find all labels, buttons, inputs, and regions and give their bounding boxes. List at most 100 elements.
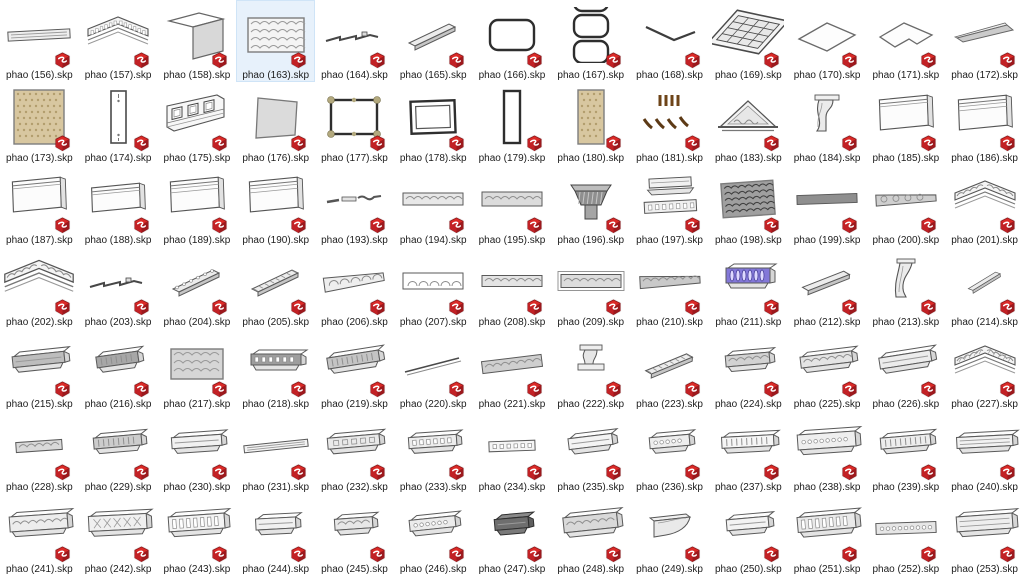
file-name-label: phao (170).skp: [793, 70, 861, 82]
file-item[interactable]: phao (226).skp: [866, 329, 945, 411]
file-item[interactable]: phao (212).skp: [788, 247, 867, 329]
file-item[interactable]: phao (157).skp: [79, 0, 158, 82]
file-item[interactable]: phao (218).skp: [236, 329, 315, 411]
file-item[interactable]: phao (229).skp: [79, 411, 158, 493]
file-item[interactable]: phao (202).skp: [0, 247, 79, 329]
file-item[interactable]: phao (240).skp: [945, 411, 1024, 493]
file-item[interactable]: phao (204).skp: [158, 247, 237, 329]
file-item[interactable]: phao (167).skp: [551, 0, 630, 82]
file-item[interactable]: phao (173).skp: [0, 82, 79, 164]
file-item[interactable]: phao (225).skp: [788, 329, 867, 411]
file-item[interactable]: phao (188).skp: [79, 165, 158, 247]
file-item[interactable]: phao (168).skp: [630, 0, 709, 82]
file-item[interactable]: phao (190).skp: [236, 165, 315, 247]
file-item[interactable]: phao (219).skp: [315, 329, 394, 411]
model-preview: [791, 500, 863, 556]
file-item[interactable]: phao (217).skp: [158, 329, 237, 411]
file-item[interactable]: phao (195).skp: [473, 165, 552, 247]
file-item[interactable]: phao (203).skp: [79, 247, 158, 329]
file-item[interactable]: phao (239).skp: [866, 411, 945, 493]
file-item[interactable]: phao (228).skp: [0, 411, 79, 493]
file-item[interactable]: phao (171).skp: [866, 0, 945, 82]
file-item[interactable]: phao (208).skp: [473, 247, 552, 329]
file-item[interactable]: phao (220).skp: [394, 329, 473, 411]
file-item[interactable]: phao (250).skp: [709, 494, 788, 576]
file-item[interactable]: phao (207).skp: [394, 247, 473, 329]
file-item[interactable]: phao (213).skp: [866, 247, 945, 329]
file-item[interactable]: phao (198).skp: [709, 165, 788, 247]
file-item[interactable]: phao (231).skp: [236, 411, 315, 493]
file-item[interactable]: phao (179).skp: [473, 82, 552, 164]
file-item[interactable]: phao (158).skp: [158, 0, 237, 82]
file-item[interactable]: phao (223).skp: [630, 329, 709, 411]
file-item[interactable]: phao (237).skp: [709, 411, 788, 493]
file-item[interactable]: phao (176).skp: [236, 82, 315, 164]
file-item[interactable]: phao (245).skp: [315, 494, 394, 576]
file-item[interactable]: phao (206).skp: [315, 247, 394, 329]
file-item[interactable]: phao (241).skp: [0, 494, 79, 576]
file-item[interactable]: phao (194).skp: [394, 165, 473, 247]
file-name-label: phao (207).skp: [399, 317, 467, 329]
file-item[interactable]: phao (216).skp: [79, 329, 158, 411]
file-item[interactable]: phao (187).skp: [0, 165, 79, 247]
file-item[interactable]: phao (197).skp: [630, 165, 709, 247]
file-item[interactable]: phao (166).skp: [473, 0, 552, 82]
file-thumbnail: [474, 329, 551, 398]
file-item[interactable]: phao (215).skp: [0, 329, 79, 411]
file-item[interactable]: phao (170).skp: [788, 0, 867, 82]
file-item[interactable]: phao (181).skp: [630, 82, 709, 164]
file-item[interactable]: phao (244).skp: [236, 494, 315, 576]
file-item[interactable]: phao (186).skp: [945, 82, 1024, 164]
file-item[interactable]: phao (169).skp: [709, 0, 788, 82]
file-item[interactable]: phao (248).skp: [551, 494, 630, 576]
file-item[interactable]: phao (189).skp: [158, 165, 237, 247]
file-item[interactable]: phao (205).skp: [236, 247, 315, 329]
file-item[interactable]: phao (230).skp: [158, 411, 237, 493]
file-item[interactable]: phao (177).skp: [315, 82, 394, 164]
file-item[interactable]: phao (236).skp: [630, 411, 709, 493]
model-preview: [397, 500, 469, 556]
file-item[interactable]: phao (242).skp: [79, 494, 158, 576]
file-item[interactable]: phao (200).skp: [866, 165, 945, 247]
file-item[interactable]: phao (211).skp: [709, 247, 788, 329]
file-item[interactable]: phao (209).skp: [551, 247, 630, 329]
file-item[interactable]: phao (174).skp: [79, 82, 158, 164]
sketchup-logo-icon: [526, 217, 543, 234]
file-item[interactable]: phao (252).skp: [866, 494, 945, 576]
file-item[interactable]: phao (172).skp: [945, 0, 1024, 82]
file-item[interactable]: phao (253).skp: [945, 494, 1024, 576]
file-item-selected[interactable]: phao (163).skp: [236, 0, 316, 83]
sketchup-logo-icon: [526, 135, 543, 152]
file-item[interactable]: phao (185).skp: [866, 82, 945, 164]
file-item[interactable]: phao (165).skp: [394, 0, 473, 82]
file-item[interactable]: phao (201).skp: [945, 165, 1024, 247]
file-item[interactable]: phao (193).skp: [315, 165, 394, 247]
file-item[interactable]: phao (175).skp: [158, 82, 237, 164]
file-item[interactable]: phao (246).skp: [394, 494, 473, 576]
file-item[interactable]: phao (247).skp: [473, 494, 552, 576]
file-thumbnail: [80, 329, 157, 398]
file-item[interactable]: phao (156).skp: [0, 0, 79, 82]
file-item[interactable]: phao (210).skp: [630, 247, 709, 329]
file-item[interactable]: phao (196).skp: [551, 165, 630, 247]
file-item[interactable]: phao (227).skp: [945, 329, 1024, 411]
file-item[interactable]: phao (235).skp: [551, 411, 630, 493]
file-item[interactable]: phao (232).skp: [315, 411, 394, 493]
file-item[interactable]: phao (251).skp: [788, 494, 867, 576]
file-item[interactable]: phao (243).skp: [158, 494, 237, 576]
file-item[interactable]: phao (164).skp: [315, 0, 394, 82]
file-item[interactable]: phao (233).skp: [394, 411, 473, 493]
file-item[interactable]: phao (178).skp: [394, 82, 473, 164]
file-item[interactable]: phao (183).skp: [709, 82, 788, 164]
file-thumbnail: [237, 165, 314, 234]
file-item[interactable]: phao (224).skp: [709, 329, 788, 411]
file-item[interactable]: phao (249).skp: [630, 494, 709, 576]
file-item[interactable]: phao (214).skp: [945, 247, 1024, 329]
file-item[interactable]: phao (222).skp: [551, 329, 630, 411]
file-item[interactable]: phao (238).skp: [788, 411, 867, 493]
file-item[interactable]: phao (234).skp: [473, 411, 552, 493]
file-item[interactable]: phao (199).skp: [788, 165, 867, 247]
file-item[interactable]: phao (184).skp: [788, 82, 867, 164]
file-item[interactable]: phao (180).skp: [551, 82, 630, 164]
file-item[interactable]: phao (221).skp: [473, 329, 552, 411]
